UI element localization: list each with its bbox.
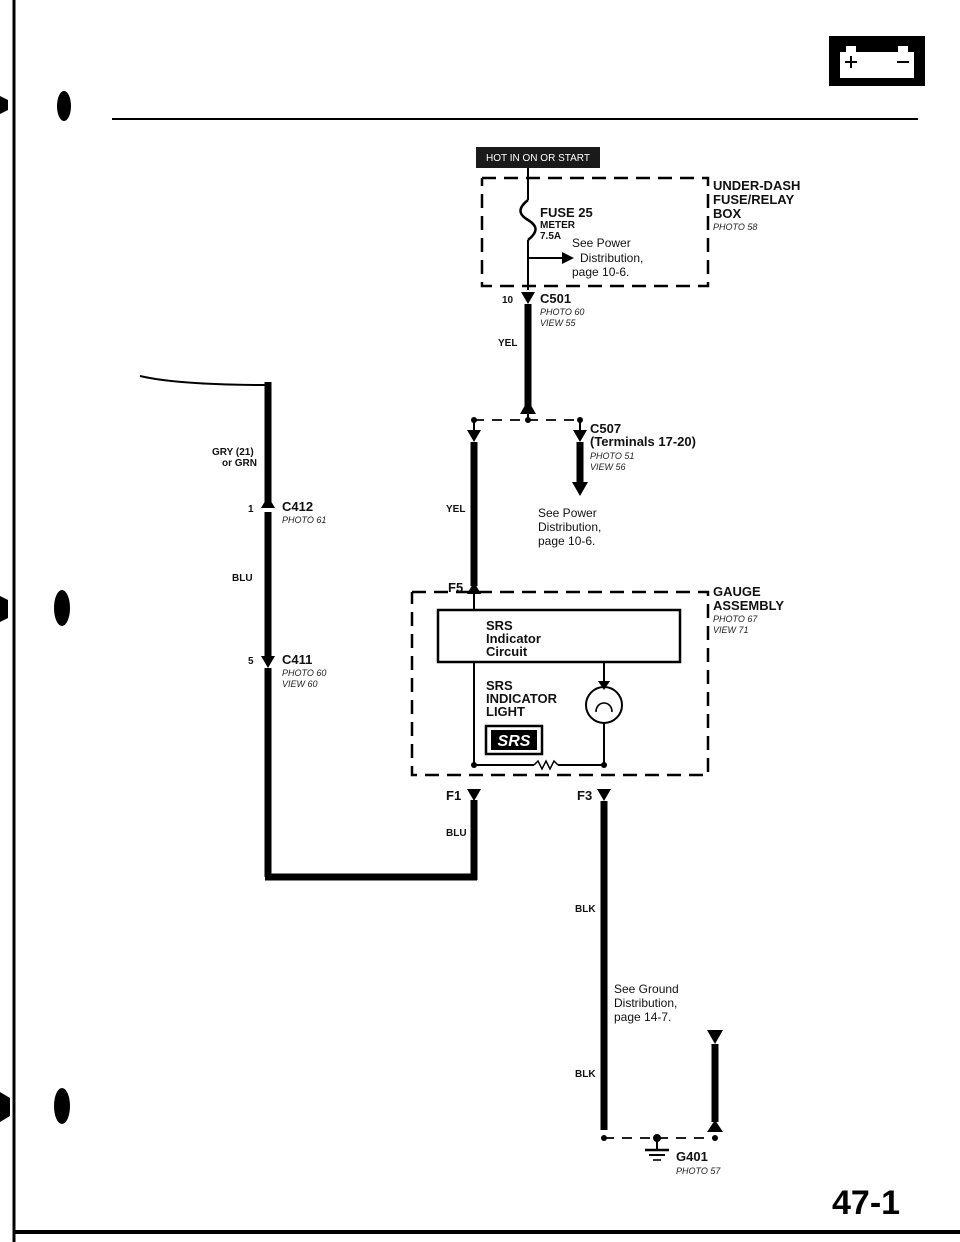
fuse-box-outline xyxy=(480,176,710,288)
left-branch-gry-wire xyxy=(139,375,269,386)
ground-see-3: page 14-7. xyxy=(614,1010,671,1024)
battery-icon xyxy=(829,36,925,86)
gauge-f5-connector-icon xyxy=(467,582,481,594)
binder-edge-mark-bottom xyxy=(0,1092,10,1122)
srs-circuit-label-2: Indicator xyxy=(486,631,541,646)
srs-bulb-arrow-icon xyxy=(598,681,610,690)
fuse-rating: 7.5A xyxy=(540,231,561,242)
binder-hole-top xyxy=(57,91,71,121)
gauge-resistor-icon xyxy=(533,759,559,771)
c507-see-1: See Power xyxy=(538,506,597,520)
c412-name: C412 xyxy=(282,499,313,514)
c507-name: C507 xyxy=(590,421,621,436)
binder-hole-bottom xyxy=(54,1088,70,1124)
gauge-f3-connector-icon xyxy=(597,789,611,801)
ground-wire-color-1: BLK xyxy=(575,904,596,915)
ground-dist-arrow-icon xyxy=(707,1030,723,1044)
gauge-name-1: GAUGE xyxy=(713,584,761,599)
c501-name: C501 xyxy=(540,291,571,306)
c501-photo: PHOTO 60 xyxy=(540,307,584,317)
ground-wire-color-2: BLK xyxy=(575,1069,596,1080)
fuse-box-name-2: FUSE/RELAY xyxy=(713,192,794,207)
c507-photo: PHOTO 51 xyxy=(590,451,634,461)
binder-hole-middle xyxy=(54,590,70,626)
fuse-box-name-1: UNDER-DASH xyxy=(713,178,800,193)
g401-name: G401 xyxy=(676,1149,708,1164)
c412-pin: 1 xyxy=(248,504,254,515)
c411-connector-icon xyxy=(261,656,275,668)
left-mid-wire-color: BLU xyxy=(232,573,253,584)
gauge-pin-top: F5 xyxy=(448,580,463,595)
srs-circuit-label-3: Circuit xyxy=(486,644,528,659)
c411-pin: 5 xyxy=(248,656,254,667)
fuse-see-2: Distribution, xyxy=(580,251,643,265)
c507-wire-color: YEL xyxy=(446,504,465,515)
c411-photo: PHOTO 60 xyxy=(282,668,326,678)
srs-indicator-circuit-box xyxy=(436,608,682,664)
c501-view: VIEW 55 xyxy=(540,318,577,328)
c507-see-2: Distribution, xyxy=(538,520,601,534)
srs-symbol-text: SRS xyxy=(498,733,531,750)
power-dist-arrow-icon xyxy=(562,252,574,264)
ground-see-1: See Ground xyxy=(614,982,679,996)
fuse-25-symbol xyxy=(519,199,537,241)
page-number: 47-1 xyxy=(832,1184,900,1222)
power-tag-text: HOT IN ON OR START xyxy=(486,153,590,164)
fuse-see-1: See Power xyxy=(572,236,631,250)
power-tag: HOT IN ON OR START xyxy=(476,147,600,168)
left-wire-color-1: GRY (21) xyxy=(212,447,254,458)
srs-bulb-filament xyxy=(595,702,613,713)
left-wire-color-2: or GRN xyxy=(222,458,257,469)
srs-light-label-1: SRS xyxy=(486,678,513,693)
c411-name: C411 xyxy=(282,652,312,667)
binder-edge-mark-top xyxy=(0,96,8,114)
gauge-view: VIEW 71 xyxy=(713,625,749,635)
srs-light-label-2: INDICATOR xyxy=(486,691,558,706)
c507-left-connector-icon xyxy=(467,430,481,442)
c412-connector-icon xyxy=(261,496,275,508)
gauge-f1-connector-icon xyxy=(467,789,481,801)
c507-view: VIEW 56 xyxy=(590,462,626,472)
c507-see-3: page 10-6. xyxy=(538,534,595,548)
fuse-circuit: METER xyxy=(540,220,576,231)
c507-power-arrow-icon xyxy=(572,482,588,496)
srs-indicator-bulb-icon xyxy=(585,686,623,724)
c501-pin: 10 xyxy=(502,295,514,306)
g401-photo: PHOTO 57 xyxy=(676,1166,721,1176)
ground-dist-lower-arrow-icon xyxy=(707,1120,723,1132)
fuse-box-photo: PHOTO 58 xyxy=(713,222,757,232)
gauge-name-2: ASSEMBLY xyxy=(713,598,784,613)
c507-right-connector-icon xyxy=(573,430,587,442)
gauge-photo: PHOTO 67 xyxy=(713,614,758,624)
srs-symbol-inner xyxy=(491,730,537,750)
ground-symbol-icon xyxy=(645,1148,669,1161)
gauge-node-right xyxy=(601,762,607,768)
c412-photo: PHOTO 61 xyxy=(282,515,326,525)
g401-junction-right-dot xyxy=(712,1135,718,1141)
fuse-box-name-3: BOX xyxy=(713,206,742,221)
gauge-assembly-outline xyxy=(410,590,710,777)
c507-upper-arrow-icon xyxy=(520,400,536,414)
gauge-bottom-wire-color: BLU xyxy=(446,828,467,839)
c501-connector-icon xyxy=(521,292,535,304)
g401-junction-left-dot xyxy=(601,1135,607,1141)
gauge-node-left xyxy=(471,762,477,768)
gauge-pin-right: F3 xyxy=(577,788,592,803)
srs-light-label-3: LIGHT xyxy=(486,704,525,719)
fuse-see-3: page 10-6. xyxy=(572,265,629,279)
c507-terminals: (Terminals 17-20) xyxy=(590,434,696,449)
binder-edge-mark-middle xyxy=(0,596,8,622)
ground-see-2: Distribution, xyxy=(614,996,677,1010)
c501-wire-color: YEL xyxy=(498,338,517,349)
c411-view: VIEW 60 xyxy=(282,679,318,689)
srs-circuit-label-1: SRS xyxy=(486,618,513,633)
gauge-pin-left: F1 xyxy=(446,788,461,803)
fuse-label: FUSE 25 xyxy=(540,205,593,220)
